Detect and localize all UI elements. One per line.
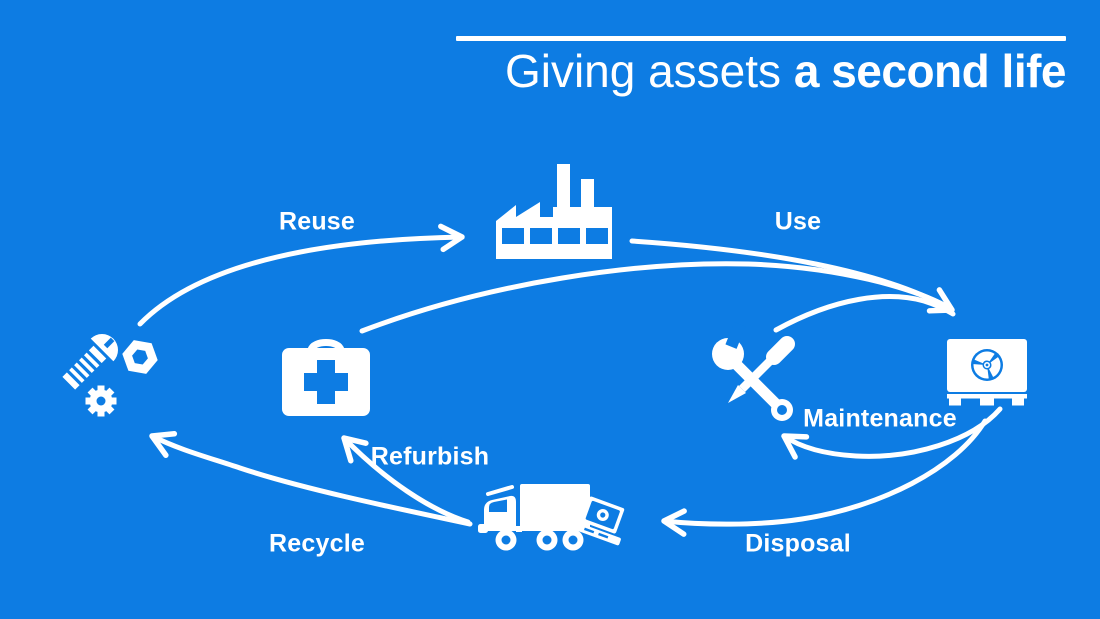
reuse-arrow bbox=[137, 223, 465, 327]
disposal-arrow bbox=[661, 418, 988, 537]
laptop-icon bbox=[576, 496, 625, 546]
wrench-screwdriver-icon bbox=[712, 322, 795, 421]
machine-on-pallet-icon bbox=[947, 339, 1027, 406]
title-bold-part: a second life bbox=[793, 45, 1067, 97]
title-rule bbox=[456, 36, 1066, 41]
bolt-nut-gear-icon bbox=[62, 334, 158, 417]
refurbish-arrow bbox=[341, 435, 471, 525]
maintenance-arrow bbox=[781, 406, 1003, 460]
factory-icon bbox=[496, 164, 612, 259]
label-maintenance: Maintenance bbox=[803, 404, 957, 433]
gear-icon bbox=[85, 385, 117, 417]
label-reuse: Reuse bbox=[278, 207, 356, 236]
title-block: Giving assets a second life bbox=[456, 36, 1067, 97]
title-light-part: Giving assets bbox=[504, 45, 782, 97]
recycle-arrow bbox=[149, 431, 473, 527]
tools-to-asset-arc bbox=[773, 294, 956, 333]
label-disposal: Disposal bbox=[745, 529, 851, 558]
page-title: Giving assets a second life bbox=[456, 45, 1067, 97]
repair-kit-icon bbox=[282, 339, 370, 416]
truck-with-laptop-icon bbox=[478, 484, 625, 551]
label-use: Use bbox=[774, 207, 822, 236]
label-recycle: Recycle bbox=[269, 529, 365, 558]
label-refurbish: Refurbish bbox=[370, 442, 490, 471]
refurbish-to-use-arc bbox=[359, 261, 949, 334]
